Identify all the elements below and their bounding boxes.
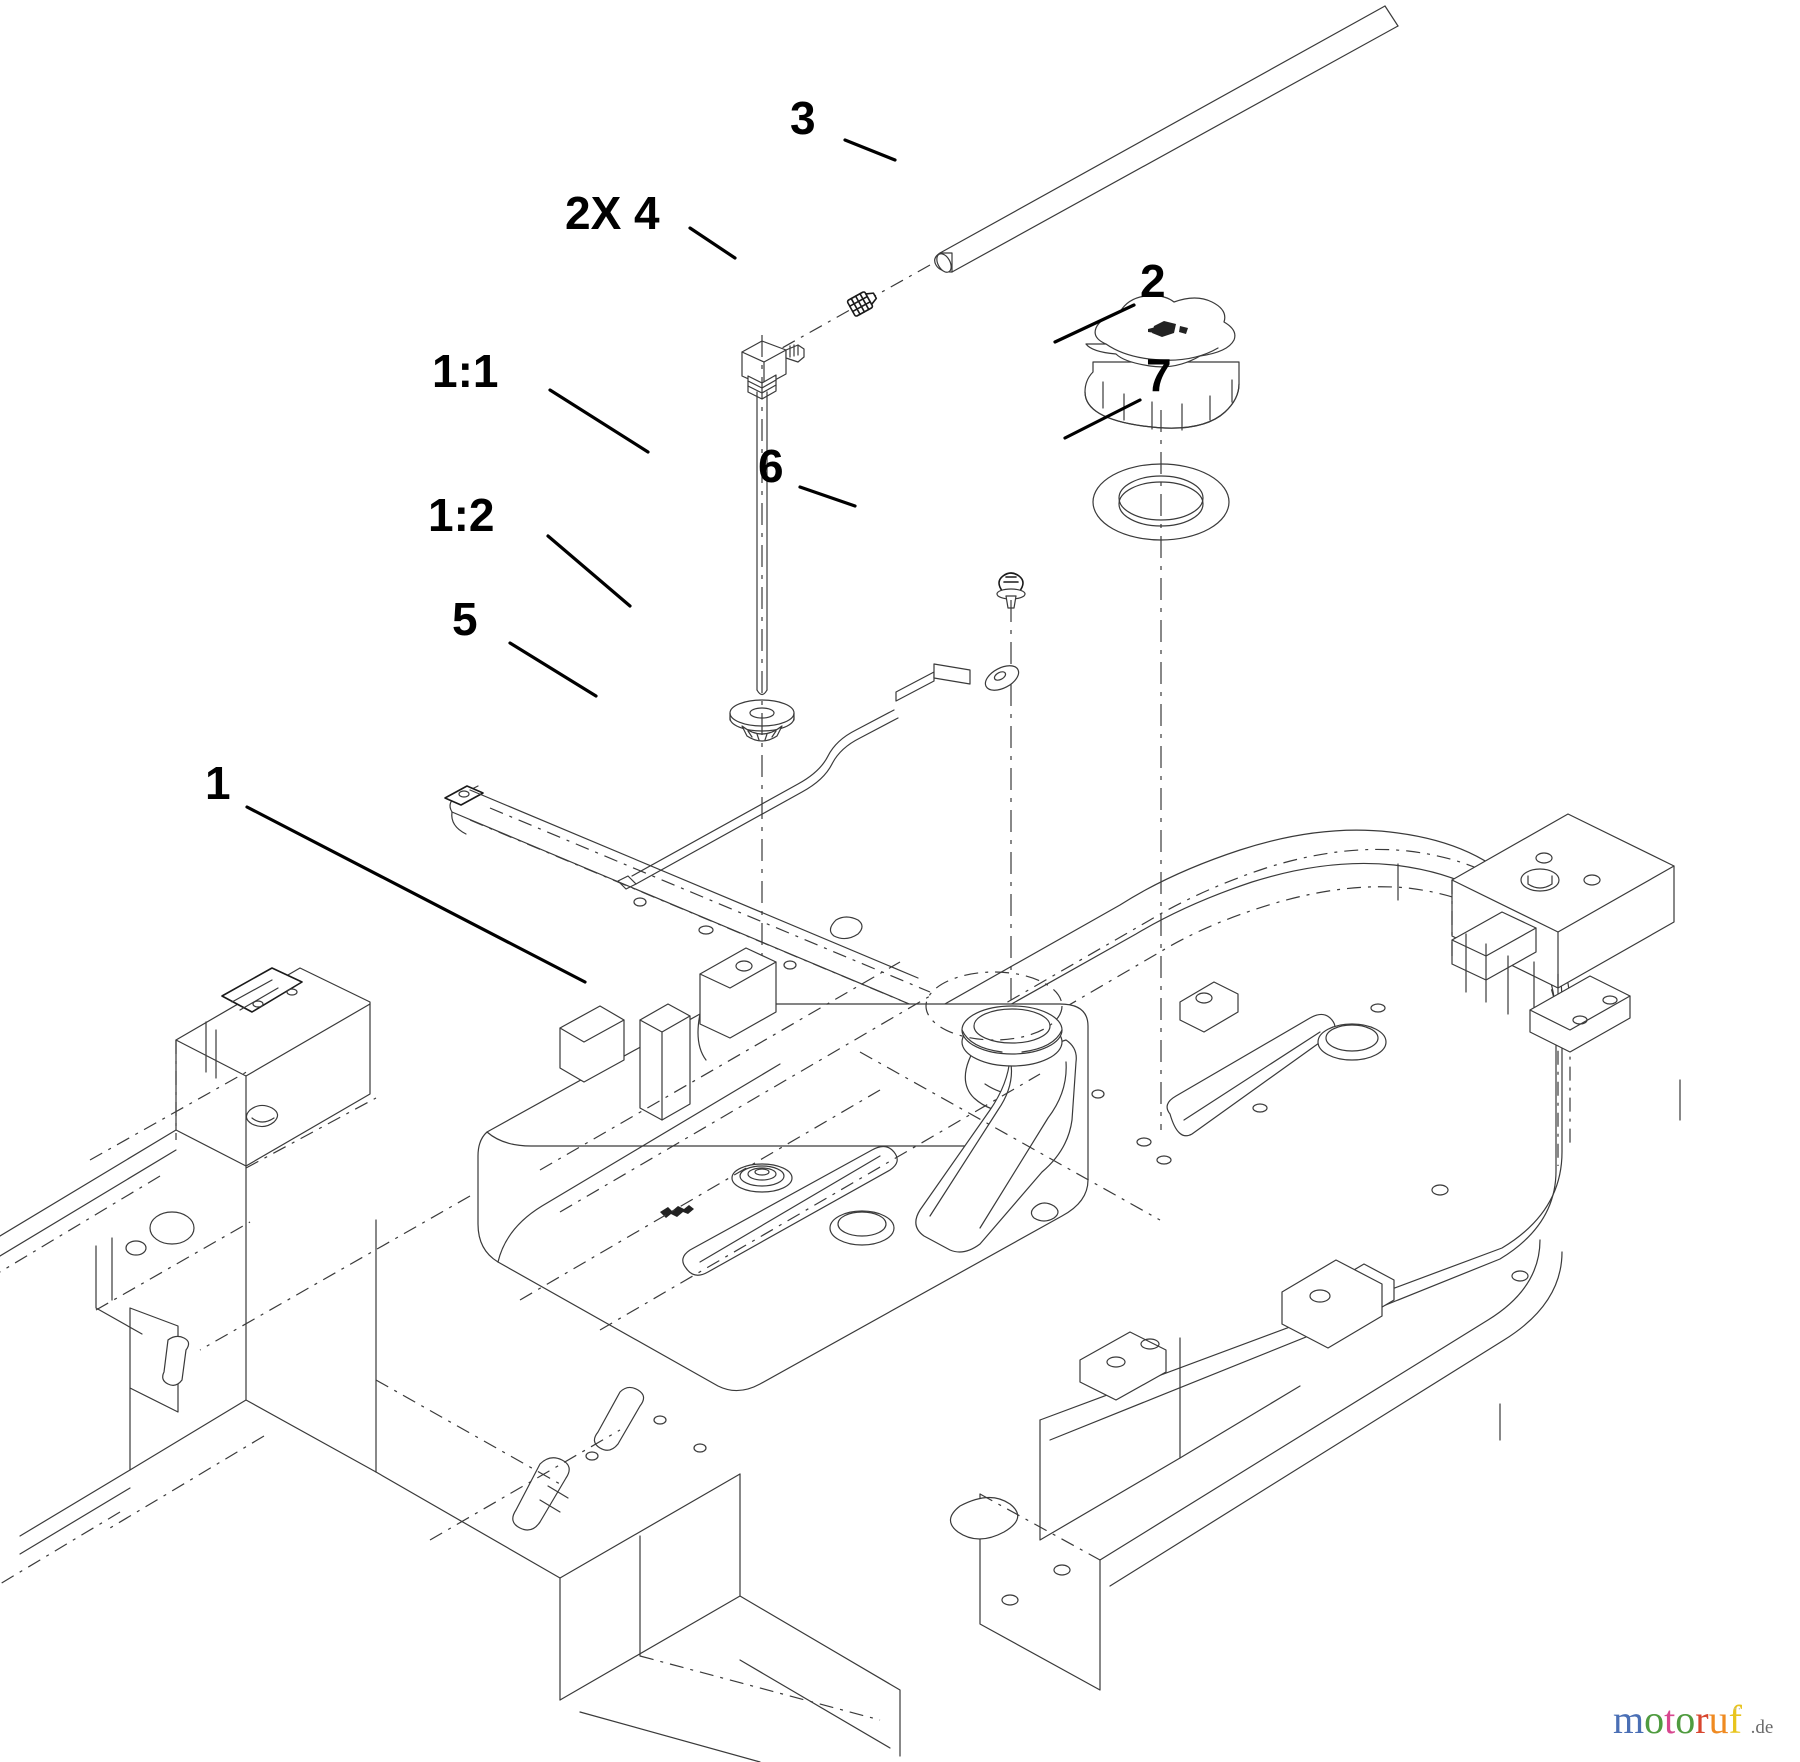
- wm-dot-accent: ··: [1732, 1701, 1742, 1716]
- frame-center-lower-gussets: [375, 1379, 741, 1701]
- callout-5: 5: [452, 593, 478, 645]
- callout-3: 3: [790, 92, 816, 144]
- wm-letter-t: t: [1664, 1697, 1676, 1742]
- wm-suffix-de: .de: [1750, 1717, 1774, 1738]
- callout-1-2: 1:2: [428, 489, 495, 541]
- part-fuel-gauge-sender-rod: [741, 340, 805, 731]
- frame-left-rails: [0, 1129, 265, 1585]
- part-tank-strap-rod: [617, 663, 1020, 890]
- part-screw-fastener: [996, 572, 1026, 609]
- part-fuel-hose-tube: [934, 5, 1399, 273]
- callout-1-1: 1:1: [432, 345, 499, 397]
- wm-letter-r: r: [1695, 1697, 1709, 1742]
- deck-strap-loop: [1166, 1013, 1387, 1137]
- part-frame-and-tank-assembly: [0, 785, 1681, 1762]
- callout-2x-4: 2X 4: [565, 187, 660, 239]
- wm-letter-f: f: [1728, 1697, 1742, 1742]
- frame-bottom-panel: [579, 1595, 901, 1762]
- callout-6: 6: [758, 440, 784, 492]
- callout-1: 1: [205, 757, 231, 809]
- wm-letter-o1: o: [1644, 1697, 1665, 1742]
- frame-left-bracket-tower: [89, 967, 377, 1473]
- frame-upper-left-rail: [444, 785, 931, 1007]
- wm-letter-m: m: [1613, 1697, 1645, 1742]
- part-fuel-cap: [1084, 295, 1240, 431]
- callout-leader-lines: [245, 138, 1142, 984]
- frame-right-lower-legs: [949, 1259, 1383, 1691]
- callout-7: 7: [1146, 349, 1172, 401]
- frame-right-mount-bracket: [1451, 813, 1675, 1053]
- fuel-tank-body: [477, 971, 1089, 1392]
- part-hose-clamp-upper: [765, 264, 931, 358]
- frame-center-braces: [559, 916, 863, 1121]
- hidden-edges: [199, 961, 1161, 1351]
- wm-letter-o2: o: [1675, 1697, 1696, 1742]
- motoruf-watermark: motoruf·· .de: [1613, 1700, 1773, 1740]
- callout-2: 2: [1140, 255, 1166, 307]
- wm-letter-u: u: [1708, 1697, 1729, 1742]
